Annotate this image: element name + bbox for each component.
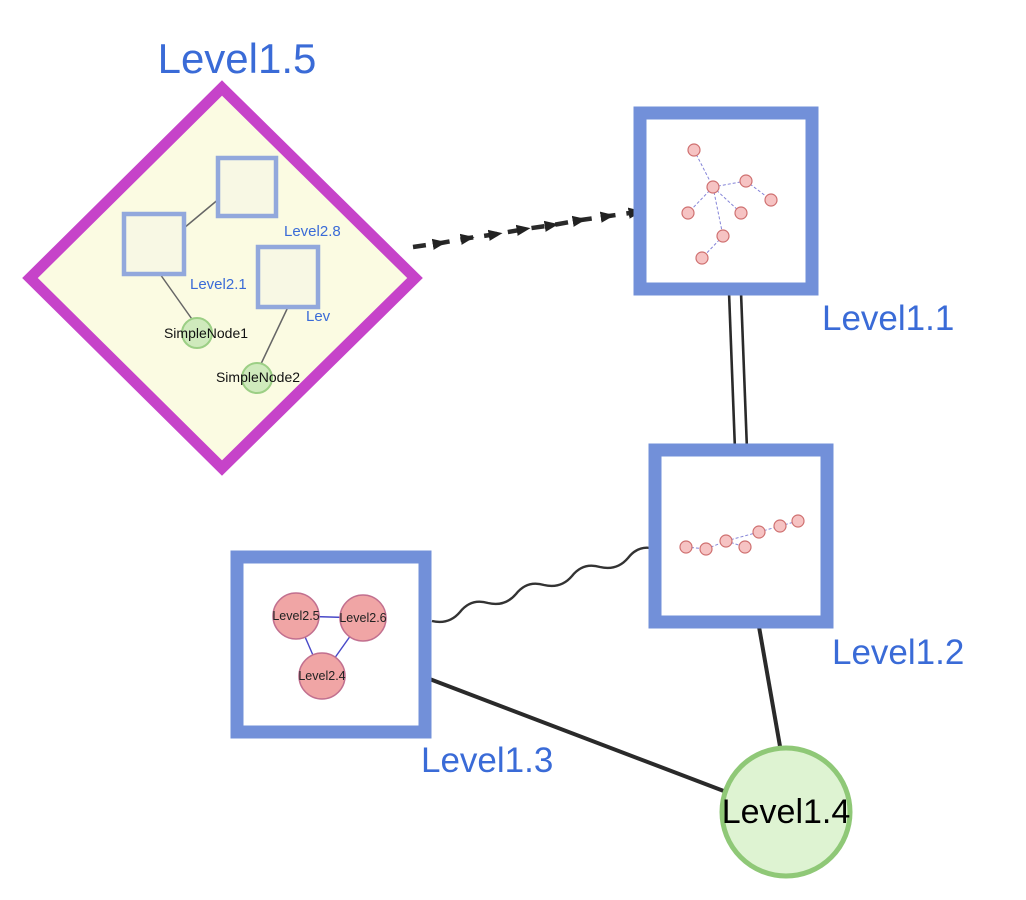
mini-node[interactable] [719, 534, 733, 548]
node-lev[interactable] [255, 244, 321, 310]
subgraph-level11 [681, 143, 778, 265]
group-box-level13[interactable] [230, 550, 432, 739]
top-level-edges [412, 207, 783, 795]
group-label-level15: Level1.5 [158, 35, 317, 82]
subgraph-level12 [679, 514, 805, 556]
node-level24[interactable] [298, 652, 346, 700]
mini-node[interactable] [706, 180, 720, 194]
group-box-level12[interactable] [648, 443, 834, 629]
label-level26: Level2.6 [339, 611, 386, 625]
mini-node[interactable] [738, 540, 752, 554]
node-simplenode1[interactable] [181, 317, 213, 349]
node-simplenode2[interactable] [241, 362, 273, 394]
group-label-level12: Level1.2 [832, 633, 964, 672]
group-level12: Level1.2 [648, 443, 964, 672]
mini-edge[interactable] [693, 149, 714, 188]
label-simplenode1: SimpleNode1 [164, 325, 248, 341]
edge-level13-to-level12-wavy[interactable] [431, 546, 656, 624]
mini-node[interactable] [764, 193, 778, 207]
label-level21: Level2.1 [190, 276, 247, 293]
node-level21[interactable] [121, 211, 187, 277]
label-level28: Level2.8 [284, 223, 341, 240]
mini-node[interactable] [734, 206, 748, 220]
label-level25: Level2.5 [272, 609, 319, 623]
mini-node[interactable] [773, 519, 787, 533]
inner-edge-lev-simple2[interactable] [259, 306, 289, 367]
label-lev: Lev [306, 308, 331, 325]
mini-node[interactable] [752, 525, 766, 539]
group-level13: Level2.5 Level2.6 Level2.4 Level1.3 [230, 550, 553, 780]
node-level28[interactable] [215, 155, 279, 219]
edge-level11-to-level12-line2[interactable] [739, 291, 749, 451]
group-box-level11[interactable] [633, 106, 819, 296]
mini-node[interactable] [679, 540, 693, 554]
node-level14[interactable] [719, 745, 853, 879]
label-level14: Level1.4 [722, 793, 851, 831]
label-simplenode2: SimpleNode2 [216, 369, 300, 385]
group-label-level13: Level1.3 [421, 741, 553, 780]
mini-edge[interactable] [712, 186, 724, 237]
node-level25[interactable] [272, 592, 320, 640]
mini-edge[interactable] [758, 525, 781, 533]
inner-edge-l21-l28[interactable] [183, 197, 221, 229]
mini-node[interactable] [739, 174, 753, 188]
mini-node[interactable] [681, 206, 695, 220]
mini-node[interactable] [791, 514, 805, 528]
edge-level12-to-level14[interactable] [756, 620, 783, 753]
edge-level15-to-level11[interactable] [412, 207, 643, 250]
diamond-node-level15[interactable] [22, 80, 423, 476]
mini-node[interactable] [687, 143, 701, 157]
mini-node[interactable] [716, 229, 730, 243]
node-group-level14: Level1.4 [719, 745, 853, 879]
edge-level13-to-level14[interactable] [426, 676, 730, 795]
label-level24: Level2.4 [298, 669, 345, 683]
group-label-level11: Level1.1 [822, 299, 954, 338]
edge-level11-to-level12-line1[interactable] [727, 291, 737, 451]
group-level15: Level1.5 Level2.8 Level2.1 Lev SimpleNod… [22, 35, 423, 476]
mini-node[interactable] [699, 542, 713, 556]
node-level26[interactable] [339, 594, 387, 642]
group-level11: Level1.1 [633, 106, 954, 338]
mini-node[interactable] [695, 251, 709, 265]
inner-edge-l21-simple1[interactable] [159, 273, 195, 323]
